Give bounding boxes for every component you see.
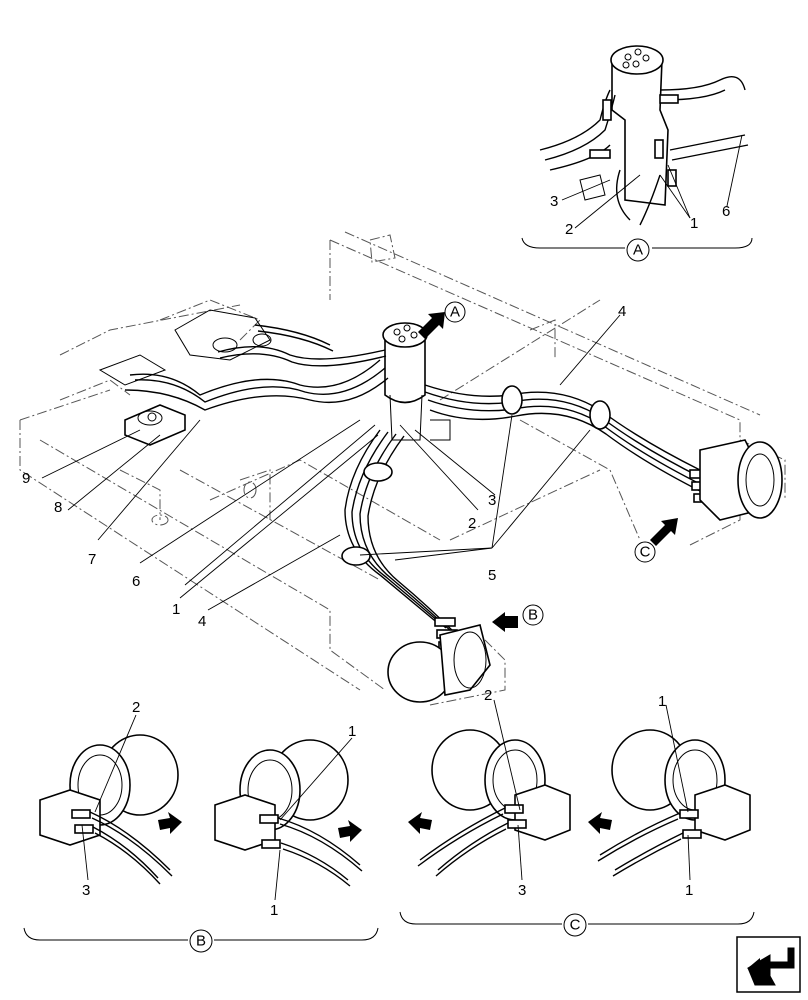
travel-motor-b: [387, 624, 491, 703]
label-b-3: 3: [82, 882, 90, 899]
label-2-main: 2: [468, 515, 476, 532]
label-b-2: 2: [132, 699, 140, 716]
detail-b-callout: B: [196, 933, 206, 950]
label-a-6: 6: [722, 203, 730, 220]
page-turn-arrow-icon[interactable]: [736, 936, 801, 993]
svg-text:B: B: [528, 607, 538, 624]
detail-c-arrow-icon-2: [588, 812, 612, 834]
svg-text:C: C: [640, 544, 651, 561]
label-a-1: 1: [690, 215, 698, 232]
label-7: 7: [88, 551, 96, 568]
view-a-arrow-icon: [418, 312, 445, 339]
detail-a-callout: A: [633, 242, 643, 259]
leader-lines: [41, 314, 621, 611]
label-a-2: 2: [565, 221, 573, 238]
detail-c-callout: C: [570, 917, 581, 934]
detail-c-arrow-icon-1: [408, 812, 432, 834]
label-4-main-left: 4: [198, 613, 206, 630]
label-5: 5: [488, 567, 496, 584]
travel-motor-c: [699, 439, 783, 521]
label-6: 6: [132, 573, 140, 590]
undercarriage-frame: [19, 231, 786, 706]
callout-a-main: A: [444, 301, 466, 323]
view-b-arrow-icon: [492, 612, 518, 632]
label-b-1-bottom: 1: [270, 902, 278, 919]
label-c-1-top: 1: [658, 693, 666, 710]
label-c-1-bottom: 1: [685, 882, 693, 899]
view-c-arrow-icon: [650, 518, 678, 546]
label-c-2: 2: [484, 687, 492, 704]
center-swivel-joint: [382, 322, 451, 441]
pump-mount: [98, 309, 272, 446]
label-1-main: 1: [172, 601, 180, 618]
hose-runs: [124, 324, 717, 651]
view-arrows: [418, 312, 678, 632]
label-9: 9: [22, 470, 30, 487]
detail-view-b: 2 3 1 1 B: [23, 699, 379, 953]
svg-text:A: A: [450, 304, 460, 321]
detail-b-arrow-icon-2: [338, 820, 362, 842]
label-b-1-top: 1: [348, 723, 356, 740]
label-8: 8: [54, 499, 62, 516]
callout-b-main: B: [522, 604, 544, 626]
detail-view-a: 3 2 1 6 A: [521, 45, 753, 262]
detail-b-arrow-icon-1: [158, 812, 182, 834]
label-c-3: 3: [518, 882, 526, 899]
label-4-main-right: 4: [618, 303, 626, 320]
label-a-3: 3: [550, 193, 558, 210]
detail-view-c: 2 3 1 1 C: [399, 687, 755, 937]
label-3-main: 3: [488, 492, 496, 509]
callout-c-main: C: [634, 541, 656, 563]
